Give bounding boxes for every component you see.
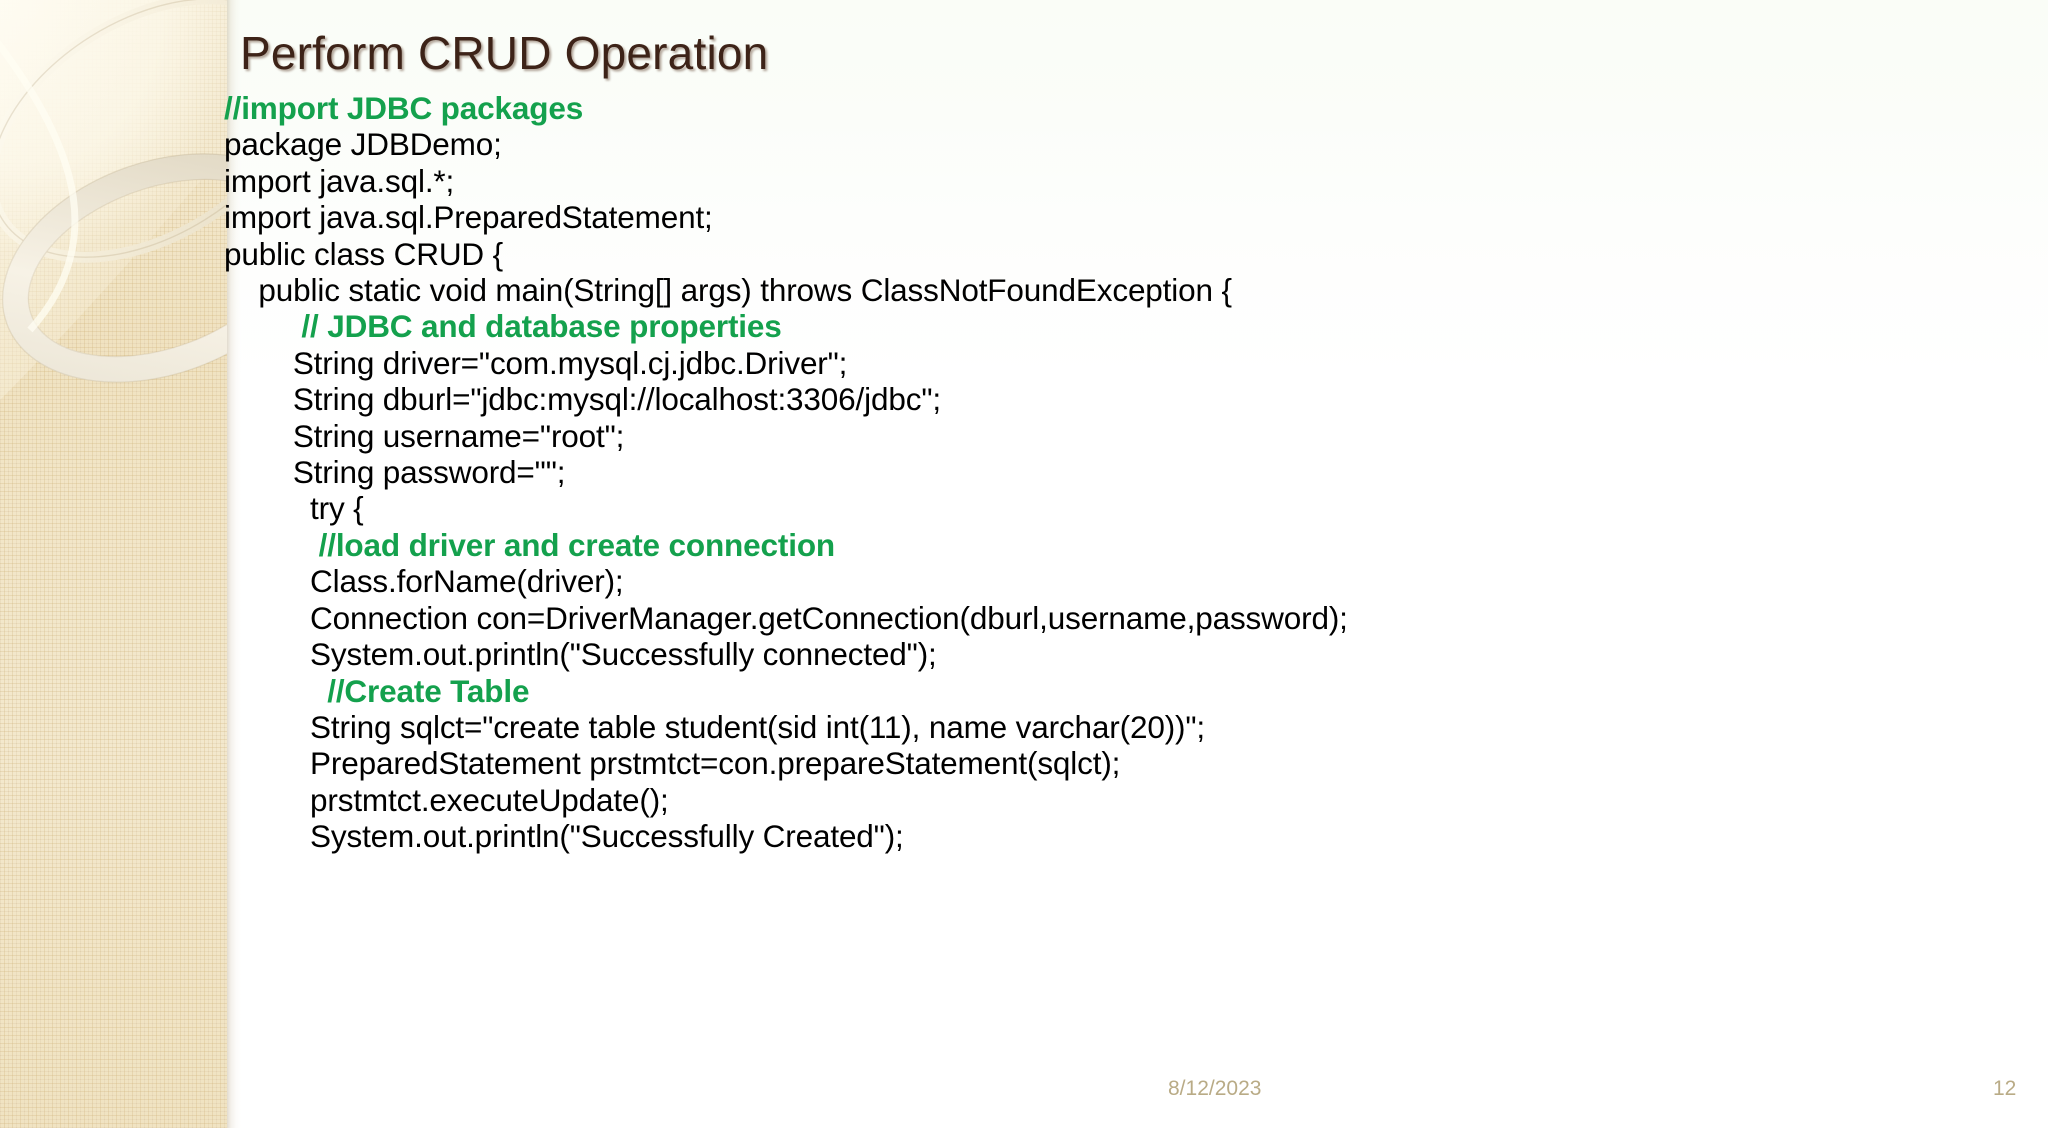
decorative-sidebar xyxy=(0,0,227,1128)
code-comment-line: //Create Table xyxy=(224,672,530,709)
code-line: PreparedStatement prstmtct=con.prepareSt… xyxy=(224,745,1121,782)
code-line: String sqlct="create table student(sid i… xyxy=(224,708,1206,745)
code-line: String driver="com.mysql.cj.jdbc.Driver"… xyxy=(224,344,848,381)
code-comment-line: // JDBC and database properties xyxy=(224,308,782,345)
code-line: System.out.println("Successfully connect… xyxy=(224,636,937,673)
page-title: Perform CRUD Operation xyxy=(240,27,769,79)
code-line: System.out.println("Successfully Created… xyxy=(224,818,904,855)
code-line: package JDBDemo; xyxy=(224,126,502,163)
code-line: try { xyxy=(224,490,364,527)
code-comment-line: //load driver and create connection xyxy=(224,526,836,563)
code-line: import java.sql.PreparedStatement; xyxy=(224,199,713,236)
code-comment-line: //import JDBC packages xyxy=(224,90,584,126)
code-line: Connection con=DriverManager.getConnecti… xyxy=(224,599,1348,636)
code-line: public class CRUD { xyxy=(224,235,503,272)
footer-page-number: 12 xyxy=(1993,1077,2017,1100)
code-line: public static void main(String[] args) t… xyxy=(224,272,1232,309)
code-line: Class.forName(driver); xyxy=(224,563,624,600)
code-line: import java.sql.*; xyxy=(224,162,455,199)
footer-date: 8/12/2023 xyxy=(1168,1077,1262,1100)
code-line: String dburl="jdbc:mysql://localhost:330… xyxy=(224,381,941,418)
sidebar-shadow-edge xyxy=(227,0,241,1128)
code-line: prstmtct.executeUpdate(); xyxy=(224,781,669,818)
code-line: String username="root"; xyxy=(224,417,625,454)
code-line: String password=""; xyxy=(224,454,566,491)
sidebar-rings-graphic xyxy=(0,0,227,400)
